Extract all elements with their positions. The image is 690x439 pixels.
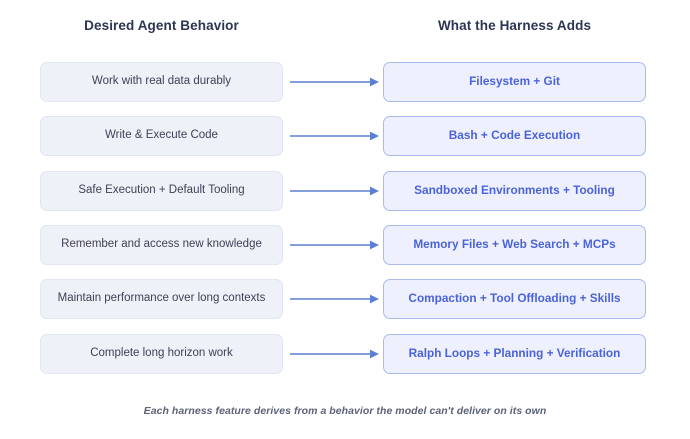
arrow-connector-icon <box>290 185 380 197</box>
behavior-box[interactable]: Maintain performance over long contexts <box>40 279 283 319</box>
behavior-box[interactable]: Write & Execute Code <box>40 116 283 156</box>
mapping-row: Safe Execution + Default Tooling Sandbox… <box>0 171 690 211</box>
column-header-what-the-harness-adds: What the Harness Adds <box>437 18 592 33</box>
arrow-connector-icon <box>290 293 380 305</box>
column-header-desired-agent-behavior: Desired Agent Behavior <box>84 18 239 33</box>
behavior-box[interactable]: Complete long horizon work <box>40 334 283 374</box>
harness-box[interactable]: Compaction + Tool Offloading + Skills <box>383 279 646 319</box>
mapping-row: Work with real data durably Filesystem +… <box>0 62 690 102</box>
behavior-box[interactable]: Work with real data durably <box>40 62 283 102</box>
behavior-box[interactable]: Safe Execution + Default Tooling <box>40 171 283 211</box>
mapping-row: Remember and access new knowledge Memory… <box>0 225 690 265</box>
harness-box[interactable]: Memory Files + Web Search + MCPs <box>383 225 646 265</box>
harness-box[interactable]: Ralph Loops + Planning + Verification <box>383 334 646 374</box>
harness-box[interactable]: Filesystem + Git <box>383 62 646 102</box>
behavior-box[interactable]: Remember and access new knowledge <box>40 225 283 265</box>
arrow-connector-icon <box>290 130 380 142</box>
arrow-connector-icon <box>290 348 380 360</box>
arrow-connector-icon <box>290 239 380 251</box>
column-headers: Desired Agent Behavior What the Harness … <box>0 18 690 40</box>
diagram-caption: Each harness feature derives from a beha… <box>143 405 547 417</box>
arrow-connector-icon <box>290 76 380 88</box>
mapping-row: Complete long horizon work Ralph Loops +… <box>0 334 690 374</box>
mapping-row: Write & Execute Code Bash + Code Executi… <box>0 116 690 156</box>
harness-box[interactable]: Sandboxed Environments + Tooling <box>383 171 646 211</box>
mapping-row: Maintain performance over long contexts … <box>0 279 690 319</box>
harness-box[interactable]: Bash + Code Execution <box>383 116 646 156</box>
